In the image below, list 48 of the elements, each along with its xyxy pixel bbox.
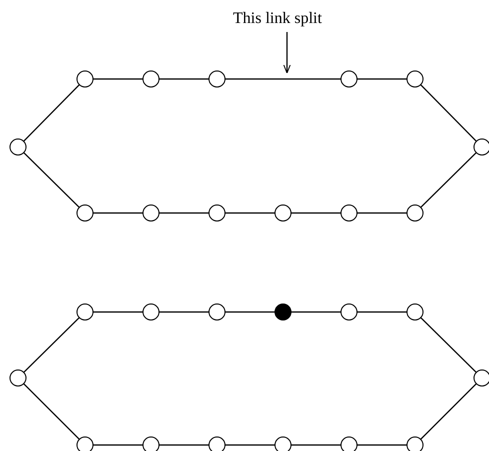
link-line xyxy=(225,78,341,80)
link-line xyxy=(93,78,143,80)
link-line xyxy=(159,212,209,214)
link-line xyxy=(291,311,341,313)
node-circle xyxy=(340,304,358,320)
node-circle xyxy=(340,204,358,222)
node-circle xyxy=(76,204,94,222)
node-circle xyxy=(208,304,226,320)
link-line xyxy=(420,383,477,440)
link-line xyxy=(93,311,143,313)
node-circle xyxy=(142,70,160,88)
link-line xyxy=(225,311,275,313)
node-circle xyxy=(76,70,94,88)
link-line xyxy=(23,84,80,142)
link-line xyxy=(225,444,275,446)
filled-node-circle xyxy=(274,304,292,320)
link-line xyxy=(93,444,143,446)
node-circle xyxy=(406,304,424,320)
node-circle xyxy=(208,70,226,88)
link-line xyxy=(357,212,407,214)
link-line xyxy=(357,311,407,313)
node-circle xyxy=(142,304,160,320)
link-line xyxy=(291,444,341,446)
link-line xyxy=(420,317,477,373)
link-line xyxy=(291,212,341,214)
node-circle xyxy=(406,70,424,88)
link-line xyxy=(159,311,209,313)
link-line xyxy=(23,317,80,373)
link-line xyxy=(420,84,477,142)
node-circle xyxy=(76,304,94,320)
link-line xyxy=(23,383,80,440)
link-line xyxy=(23,152,80,208)
node-circle xyxy=(142,204,160,222)
pointer-arrow xyxy=(283,32,291,74)
link-line xyxy=(357,78,407,80)
node-circle xyxy=(406,204,424,222)
link-line xyxy=(159,444,209,446)
link-line xyxy=(357,444,407,446)
link-line xyxy=(225,212,275,214)
link-line xyxy=(93,212,143,214)
node-circle xyxy=(10,138,26,156)
node-circle xyxy=(274,204,292,222)
node-circle xyxy=(340,70,358,88)
link-line xyxy=(159,78,209,80)
link-line xyxy=(420,152,477,208)
node-circle xyxy=(10,370,26,386)
node-circle xyxy=(208,204,226,222)
callout-text: This link split xyxy=(233,10,322,28)
